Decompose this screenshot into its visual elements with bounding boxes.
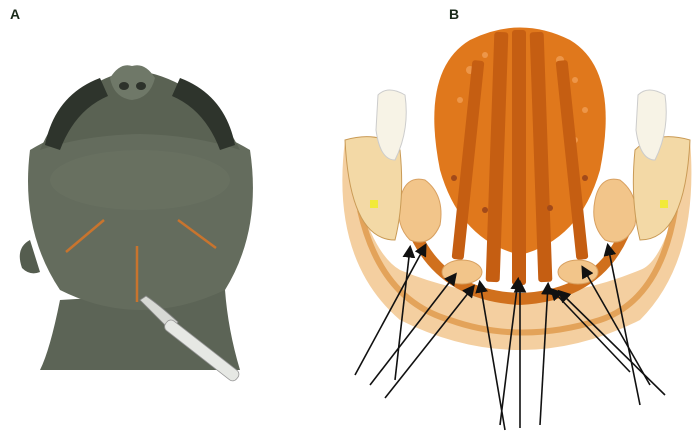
- genioglossus-fibers: [452, 30, 589, 285]
- panel-a-illustration: [20, 65, 253, 383]
- sublingual-gland-left: [399, 179, 441, 242]
- vessel-center-right: [547, 205, 553, 211]
- vessel-left: [451, 175, 457, 181]
- sublingual-gland-right: [594, 179, 636, 242]
- vessel-center-left: [482, 207, 488, 213]
- panel-b-illustration: [342, 28, 691, 431]
- nerve-canal-right: [660, 200, 668, 208]
- vessel-right: [582, 175, 588, 181]
- chin-shadow: [50, 150, 230, 210]
- nostril-right: [136, 82, 146, 90]
- nostril-left: [119, 82, 129, 90]
- submandibular-gland-left: [442, 260, 482, 284]
- ear: [20, 240, 40, 273]
- submandibular-gland-right: [558, 260, 598, 284]
- nerve-canal-left: [370, 200, 378, 208]
